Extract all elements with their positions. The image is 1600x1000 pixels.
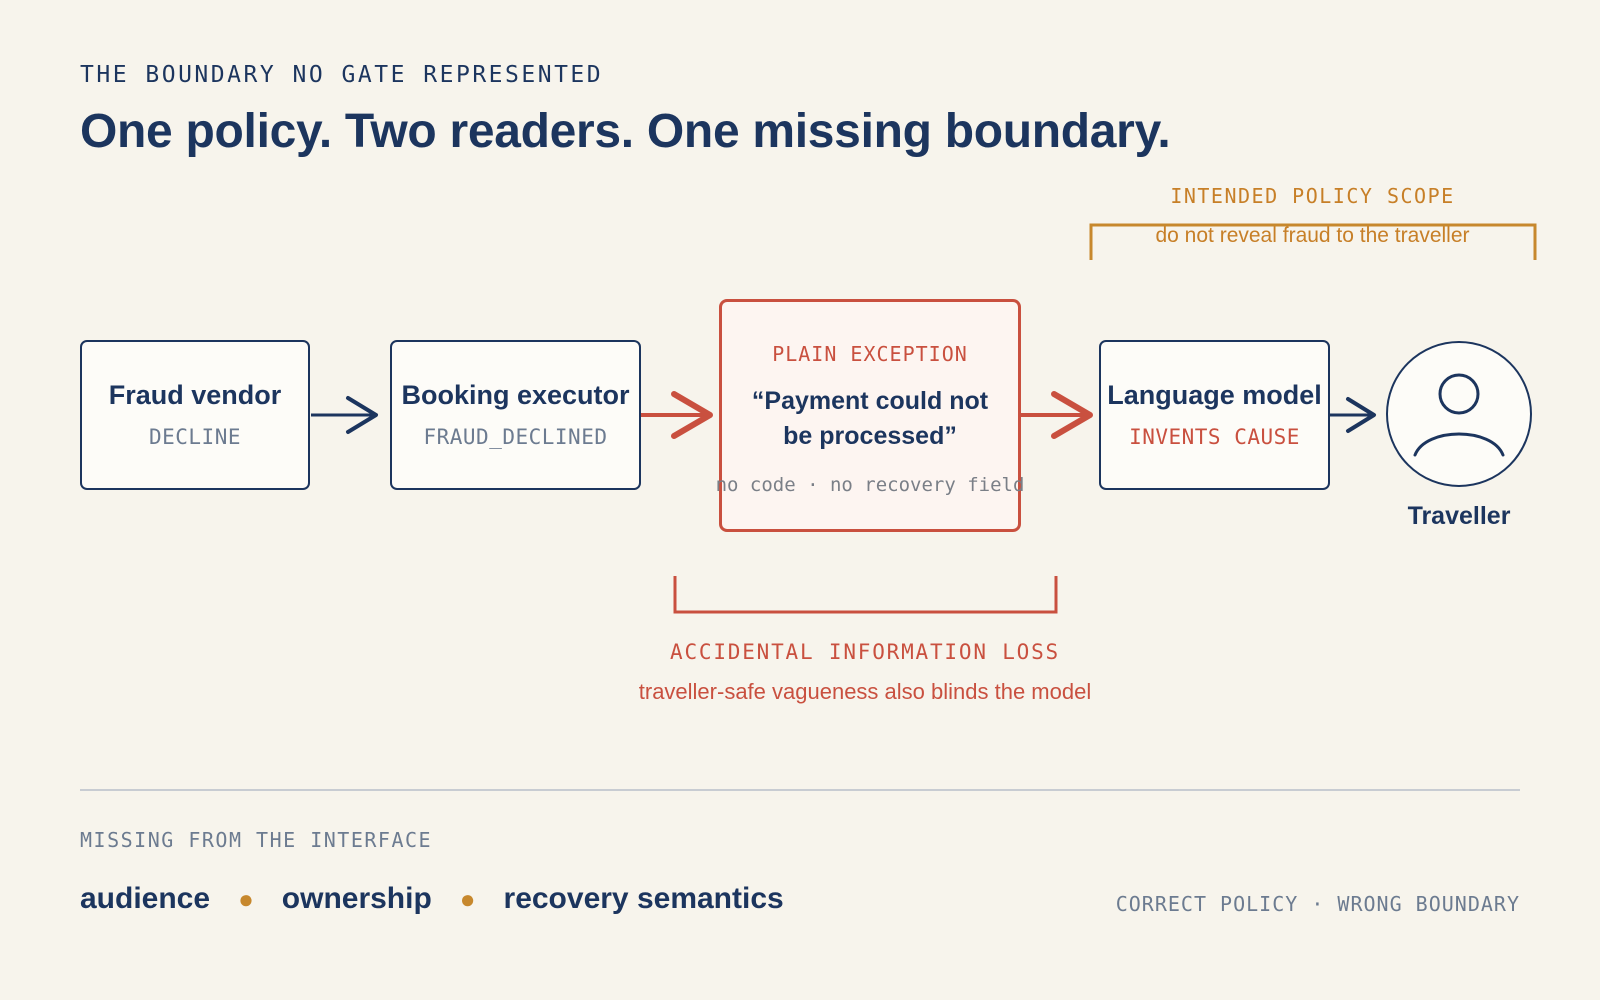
arrow-booking-to-exception-head [671,391,713,439]
missing-item-ownership: ownership [281,882,432,915]
plain-exception-label: PLAIN EXCEPTION [772,342,968,366]
missing-item-recovery-semantics: recovery semantics [503,882,784,915]
missing-item-audience: audience [80,882,211,915]
exception-message: “Payment could not be processed” [722,384,1018,454]
arrow-lm-to-traveller-head [1346,397,1376,433]
policy-scope-text: do not reveal fraud to the traveller [1155,224,1470,247]
language-model-name: Language model [1107,380,1322,410]
footer-tagline: CORRECT POLICY · WRONG BOUNDARY [1115,892,1520,916]
booking-executor-node: Booking executor FRAUD_DECLINED [390,340,641,490]
plain-exception-node: PLAIN EXCEPTION “Payment could not be pr… [716,299,1024,532]
arrow-fraud-to-booking-head [346,396,378,434]
information-loss-bracket [673,576,1058,614]
missing-interface-label: MISSING FROM THE INTERFACE [80,828,433,852]
fraud-vendor-code: DECLINE [148,425,241,449]
policy-scope-bracket [1089,223,1537,260]
booking-executor-code: FRAUD_DECLINED [423,425,608,449]
arrow-exception-to-lm-head [1051,391,1093,439]
person-icon [1413,373,1505,457]
booking-executor-name: Booking executor [401,380,630,410]
fraud-vendor-name: Fraud vendor [108,380,282,410]
language-model-node: Language model INVENTS CAUSE [1099,340,1330,490]
page-title: One policy. Two readers. One missing bou… [80,105,1171,158]
exception-message-line-1: “Payment could not [751,387,989,415]
exception-note: no code · no recovery field [715,474,1025,496]
traveller-label: Traveller [1407,502,1511,530]
eyebrow-label: THE BOUNDARY NO GATE REPRESENTED [80,62,604,88]
language-model-code: INVENTS CAUSE [1129,425,1300,449]
bullet-separator: ● [238,883,254,914]
divider [80,789,1520,791]
information-loss-text: traveller-safe vagueness also blinds the… [638,679,1092,704]
exception-message-line-2: be processed” [783,422,957,450]
missing-items-list: audience ● ownership ● recovery semantic… [80,882,784,916]
information-loss-label: ACCIDENTAL INFORMATION LOSS [670,640,1060,664]
bullet-separator: ● [459,883,476,914]
traveller-node [1386,341,1532,487]
fraud-vendor-node: Fraud vendor DECLINE [80,340,310,490]
policy-scope-label: INTENDED POLICY SCOPE [1170,184,1455,208]
